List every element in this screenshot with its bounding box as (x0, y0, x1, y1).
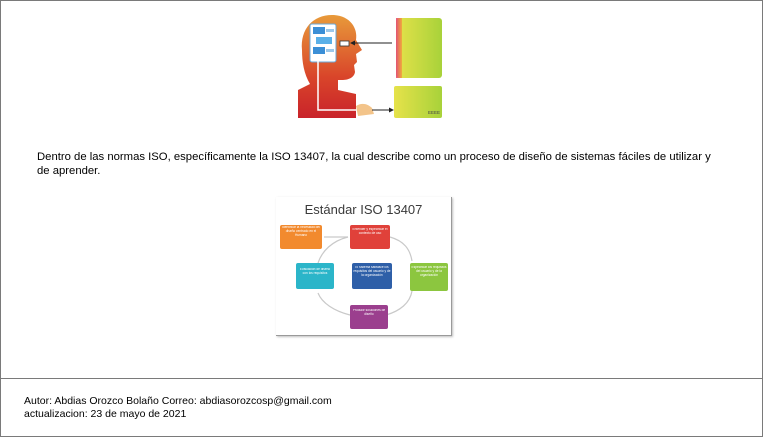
footer-author: Autor: Abdias Orozco Bolaño Correo: abdi… (24, 395, 332, 407)
body-paragraph: Dentro de las normas ISO, específicament… (37, 151, 711, 177)
box-label: Identificar la necesidad del diseño cent… (282, 226, 320, 237)
hci-illustration: ЕЕЕЕ (292, 10, 444, 126)
corner-label: ЕЕЕЕ (428, 110, 440, 115)
footer: Autor: Abdias Orozco Bolaño Correo: abdi… (24, 395, 332, 420)
box-context-of-use: Entender y especificar el contexto de us… (350, 225, 390, 249)
diagram-title: Estándar ISO 13407 (304, 202, 423, 217)
keyboard-base (394, 86, 442, 118)
box-label: Producir soluciones de diseño (352, 309, 386, 316)
box-identify-need: Identificar la necesidad del diseño cent… (280, 225, 322, 249)
box-label: Evaluación de diseño con los requisitos (299, 268, 331, 275)
iso-13407-diagram: Estándar ISO 13407 Identificar la necesi… (276, 197, 452, 336)
box-requirements: Especificar los requisitos del usuario y… (410, 263, 448, 291)
footer-updated: actualizacion: 23 de mayo de 2021 (24, 407, 187, 420)
box-design-solutions: Producir soluciones de diseño (350, 305, 388, 329)
box-label: El sistema satisface los requisitos del … (353, 266, 391, 277)
hand (356, 103, 374, 116)
box-label: Entender y especificar el contexto de us… (352, 228, 388, 235)
monitor (396, 18, 442, 78)
box-label: Especificar los requisitos del usuario y… (411, 266, 447, 277)
box-system-satisfies: El sistema satisface los requisitos del … (352, 263, 392, 289)
footer-divider (0, 378, 763, 379)
box-evaluate-design: Evaluación de diseño con los requisitos (296, 263, 334, 289)
